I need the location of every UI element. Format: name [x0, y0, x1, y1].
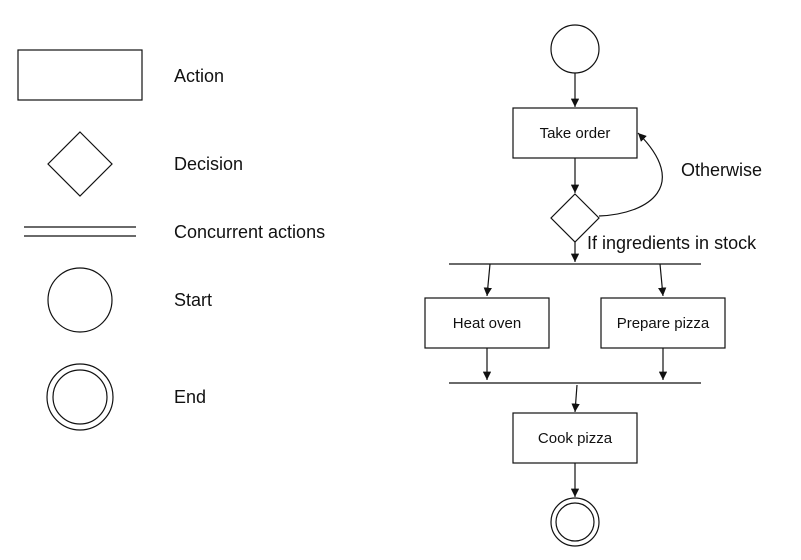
legend-action-shape	[17, 49, 143, 101]
legend-concurrent-label: Concurrent actions	[174, 222, 325, 242]
flowchart: Take order Otherwise If ingredients in s…	[424, 24, 762, 547]
edge-otherwise-loop	[598, 132, 663, 217]
heat-oven-label: Heat oven	[453, 315, 521, 332]
edge-in-stock-label: If ingredients in stock	[587, 233, 757, 253]
heat-oven-node	[424, 297, 550, 349]
edge-join-to-cook-pizza	[571, 384, 580, 413]
prepare-pizza-node	[600, 297, 726, 349]
edge-fork-to-heat-oven	[483, 263, 492, 297]
end-node-inner	[555, 502, 595, 542]
cook-pizza-label: Cook pizza	[538, 430, 613, 447]
edge-fork-to-prepare-pizza	[658, 263, 667, 297]
legend: Action Decision Concurrent actions Start…	[17, 49, 325, 431]
prepare-pizza-label: Prepare pizza	[617, 315, 710, 332]
start-node	[550, 24, 600, 74]
take-order-label: Take order	[540, 125, 611, 142]
legend-start-label: Start	[174, 290, 212, 310]
edge-otherwise-label: Otherwise	[681, 160, 762, 180]
legend-decision-shape	[47, 131, 113, 197]
legend-end-inner-shape	[52, 369, 108, 425]
legend-start-shape	[47, 267, 113, 333]
legend-end-label: End	[174, 387, 206, 407]
legend-decision-label: Decision	[174, 154, 243, 174]
cook-pizza-node	[512, 412, 638, 464]
legend-action-label: Action	[174, 66, 224, 86]
